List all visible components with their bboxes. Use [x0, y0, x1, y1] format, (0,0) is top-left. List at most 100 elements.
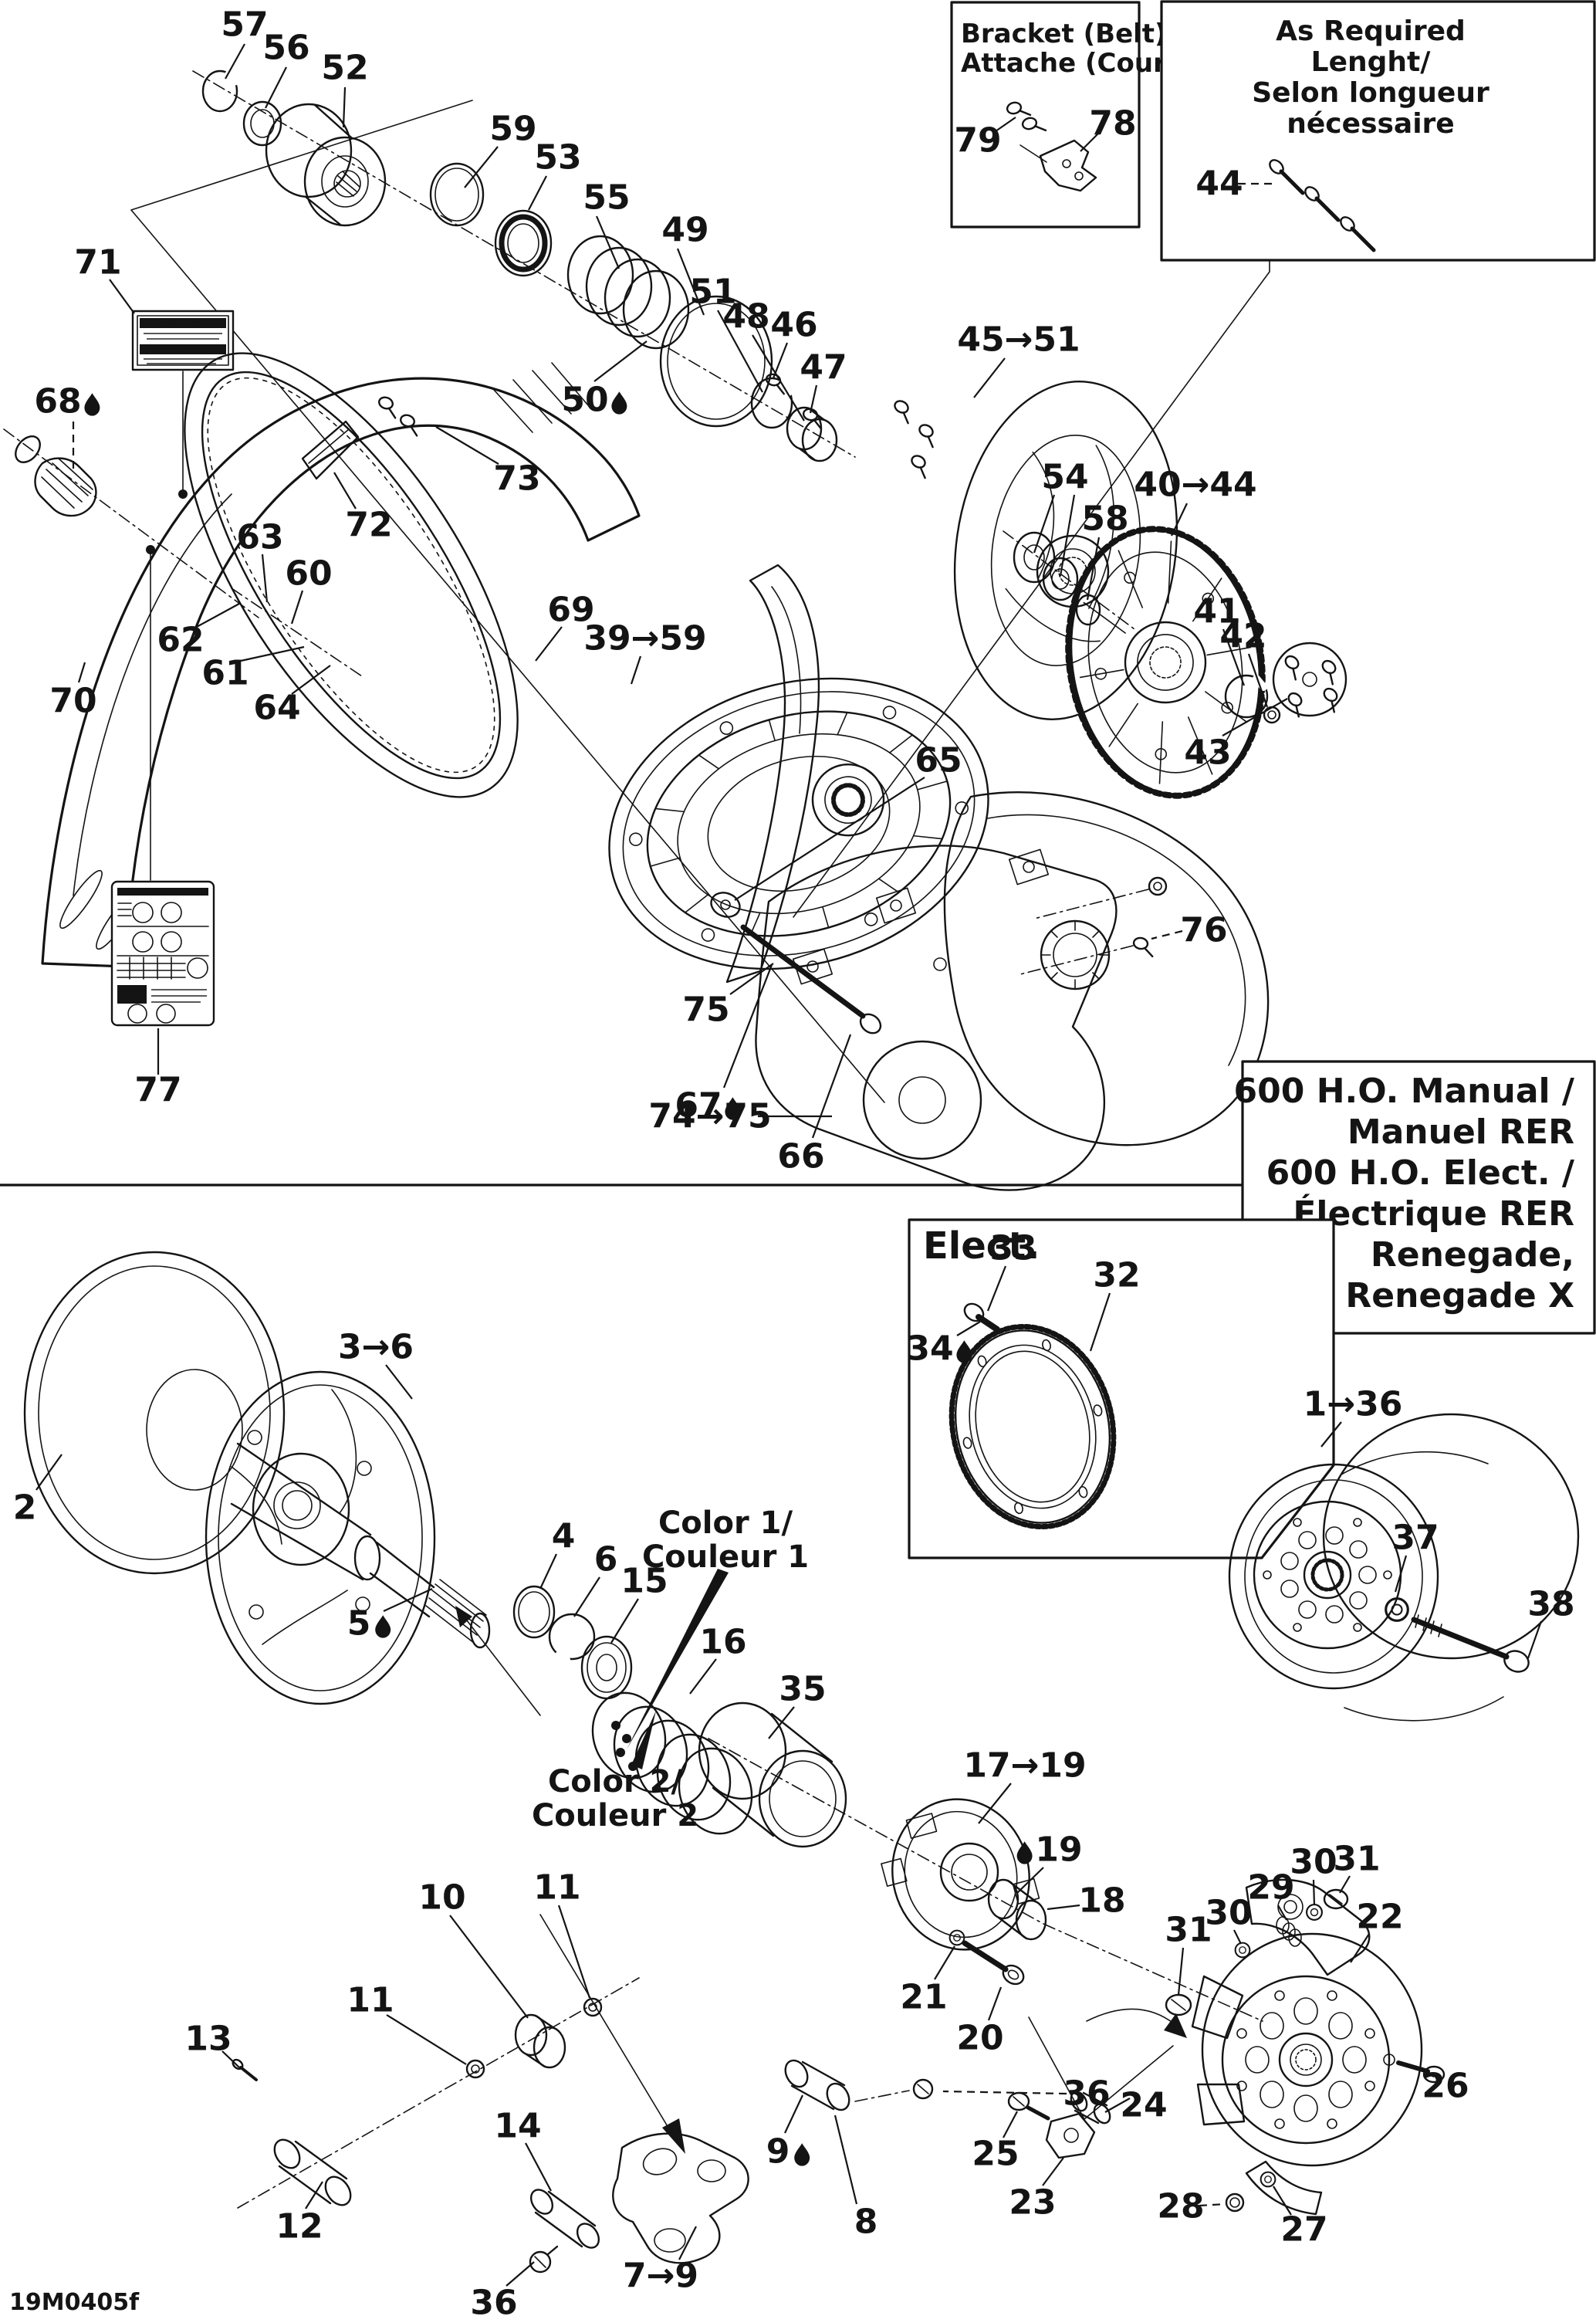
- bushing-18: [987, 1878, 1047, 1941]
- spring-55: [566, 235, 690, 350]
- assembly-arrow: [539, 1914, 674, 2136]
- leader-line-35: [768, 1706, 795, 1739]
- part-label-51: 51: [689, 273, 736, 312]
- models-line4: Électrique RER: [1293, 1193, 1574, 1234]
- leader-line-75: [729, 963, 774, 995]
- leader-line-64: [291, 665, 331, 695]
- bolt-38: [1411, 1614, 1530, 1673]
- part-label-color-1/: Color 1/: [658, 1505, 793, 1541]
- belt-guard: [41, 362, 641, 971]
- bolt-20: [962, 1940, 1025, 1986]
- washers-54-58: [1013, 531, 1101, 626]
- leader-line-26: [1424, 2071, 1435, 2077]
- part-label-30: 30: [1290, 1843, 1337, 1882]
- oil-drop-icon: [84, 393, 100, 416]
- leader-line-16: [689, 1658, 717, 1695]
- plate-43: [1272, 642, 1347, 718]
- part-label-13: 13: [184, 2020, 232, 2059]
- part-label-24: 24: [1120, 2086, 1167, 2125]
- leader-line-56: [265, 66, 287, 109]
- bolts-44: [1269, 159, 1376, 252]
- part-label-69: 69: [547, 591, 594, 630]
- leader-line-12: [305, 2181, 323, 2209]
- leader-line-36: [506, 2261, 535, 2287]
- part-label-3→6: 3→6: [338, 1328, 414, 1367]
- leader-line-45→51: [973, 357, 1006, 398]
- leader-line-67: [722, 964, 773, 1089]
- leader-line-63: [261, 554, 269, 603]
- leader-line-3→6: [385, 1364, 413, 1400]
- leader-line-4: [539, 1553, 557, 1590]
- part-label-6: 6: [594, 1540, 618, 1580]
- part-label-10: 10: [418, 1878, 465, 1918]
- leader-line-6: [573, 1576, 600, 1617]
- sliding-half-3-6: [205, 1370, 541, 1716]
- leader-line-73: [435, 426, 499, 465]
- leader-line-18: [1047, 1904, 1080, 1911]
- leader-line-38: [1527, 1620, 1543, 1659]
- part-label-46: 46: [770, 306, 817, 345]
- drawing-code: 19M0405f: [9, 2289, 140, 2316]
- leader-line-49: [676, 248, 705, 316]
- models-line5: Renegade,: [1371, 1235, 1574, 1275]
- part-label-32: 32: [1093, 1256, 1140, 1295]
- back-plate: [755, 845, 1118, 1191]
- leader-line-25: [1003, 2111, 1018, 2138]
- part-label-11: 11: [347, 1981, 394, 2020]
- part-label-2: 2: [13, 1488, 37, 1528]
- part-label-61: 61: [201, 654, 249, 693]
- leader-line-8: [834, 2115, 858, 2205]
- part-label-73: 73: [493, 459, 540, 499]
- warning-header-fr: AVERTISSEMENT: [151, 347, 216, 354]
- axis-lines: [3, 70, 1263, 2209]
- part-label-14: 14: [494, 2107, 541, 2146]
- part-label-75: 75: [682, 990, 729, 1030]
- part-label-29: 29: [1247, 1868, 1294, 1908]
- leader-line-29: [1277, 1905, 1287, 1921]
- part-label-35: 35: [779, 1670, 826, 1709]
- leader-line-31: [1339, 1875, 1351, 1894]
- leader-line-5: [383, 1588, 433, 1612]
- outer-cover: [933, 791, 1270, 1146]
- spring-16: [591, 1691, 753, 1835]
- leader-line-17→19: [978, 1783, 1012, 1824]
- leader-line-11: [386, 2014, 467, 2065]
- leader-line-65: [734, 777, 925, 901]
- part-label-36: 36: [470, 2284, 517, 2316]
- leader-line-1→36: [1320, 1421, 1342, 1448]
- part-label-43: 43: [1184, 733, 1231, 773]
- sleeve-35: [698, 1701, 847, 1848]
- guard-blade-75: [725, 564, 820, 984]
- part-label-9: 9: [766, 2132, 790, 2172]
- part-label-elect.: Elect.: [923, 1224, 1040, 1268]
- leader-line-55: [595, 215, 620, 269]
- bushing-8: [784, 2059, 850, 2111]
- part-label-38: 38: [1527, 1585, 1574, 1624]
- leader-line-22: [1350, 1933, 1370, 1963]
- secondary-clutch-1-36: [1228, 1413, 1580, 1722]
- instruction-sticker: [110, 880, 215, 1027]
- secondary-pulley-39-59: [608, 677, 989, 970]
- long-leader-lines: [130, 100, 1270, 1103]
- bracket-box-line1: Bracket (Belt)/: [961, 19, 1177, 49]
- part-label-27: 27: [1280, 2210, 1327, 2250]
- part-label-56: 56: [262, 29, 309, 68]
- screw-25: [1007, 2091, 1050, 2121]
- drive-belt: [184, 352, 519, 798]
- part-label-23: 23: [1009, 2183, 1056, 2223]
- leader-line-48: [752, 334, 805, 422]
- spring-parts-row: [512, 1585, 847, 1848]
- leader-line-79: [995, 117, 1016, 132]
- leader-line-34: [956, 1321, 981, 1336]
- required-box-line3: Selon longueur: [1252, 77, 1489, 109]
- part-label-couleur-2: Couleur 2: [532, 1798, 698, 1834]
- leader-line-14: [525, 2142, 552, 2192]
- part-label-color-2/: Color 2/: [548, 1764, 683, 1800]
- part-label-48: 48: [722, 297, 769, 337]
- leader-line-36: [942, 2090, 1067, 2095]
- part-label-57: 57: [221, 5, 268, 45]
- pin-24: [1070, 2091, 1111, 2125]
- part-label-26: 26: [1422, 2067, 1469, 2106]
